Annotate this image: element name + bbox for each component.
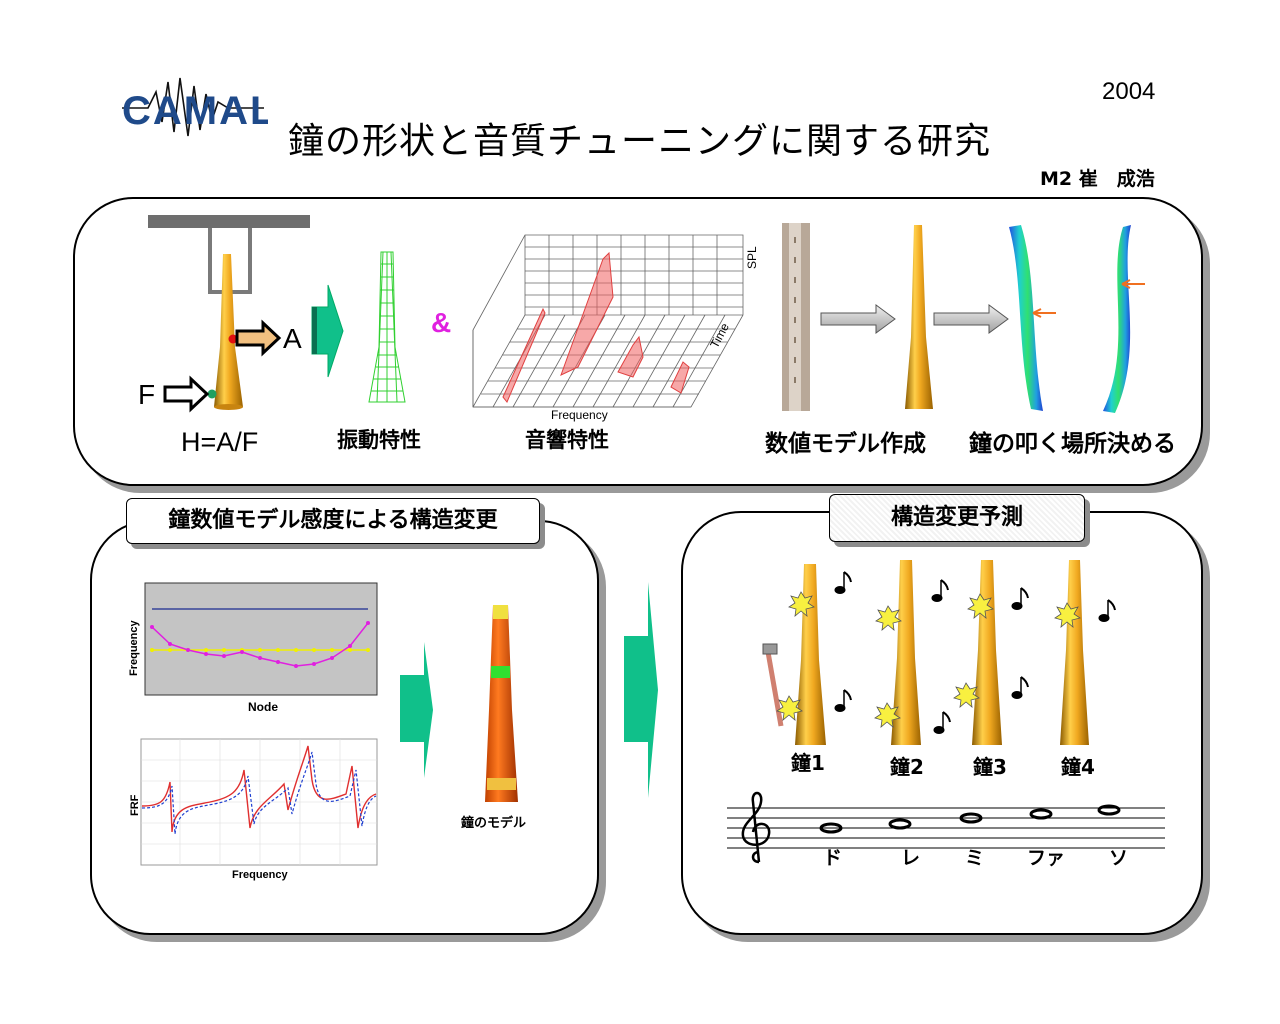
- year: 2004: [1102, 78, 1156, 105]
- sensitivity-tab: 鐘数値モデル感度による構造変更: [126, 498, 540, 544]
- fixture-beam: [148, 215, 310, 228]
- fem-mode-2: [1103, 225, 1131, 413]
- note-label-do: ド: [823, 847, 842, 869]
- accel-label: A: [283, 323, 302, 354]
- frf-curve-predicted: [141, 751, 377, 835]
- ampersand: &: [431, 307, 451, 338]
- bell-label-4: 鐘4: [1061, 755, 1095, 779]
- model-label: 数値モデル作成: [765, 430, 926, 457]
- bell-tube: [214, 254, 243, 407]
- strike-arrow-icon: [1121, 279, 1145, 289]
- author: M2 崔 成浩: [1040, 168, 1155, 190]
- grey-arrow-icon: [933, 304, 1009, 334]
- bell-label-1: 鐘1: [791, 751, 825, 775]
- frf-xlabel: Frequency: [232, 869, 289, 881]
- bell-model-orange: [485, 605, 518, 802]
- camal-logo: CAMAL: [122, 77, 268, 137]
- note-label-mi: ミ: [965, 847, 984, 869]
- force-label: F: [138, 379, 155, 410]
- force-arrow-icon: [163, 375, 210, 413]
- vibration-label: 振動特性: [337, 428, 421, 452]
- bell-2: [891, 560, 921, 745]
- bell-3: [972, 560, 1002, 745]
- center-arrow: [624, 582, 658, 798]
- bell-label-3: 鐘3: [973, 755, 1007, 779]
- frf-ylabel: FRF: [129, 794, 141, 816]
- music-note-icon: [834, 571, 1116, 734]
- sens-xlabel: Node: [248, 700, 278, 714]
- bottom-left-graphics: Node Frequency Frequency FRF 鐘のモデル: [128, 582, 526, 881]
- bell-label-2: 鐘2: [890, 755, 924, 779]
- accel-point: [228, 334, 238, 344]
- bell-1: [795, 564, 826, 745]
- logo-text: CAMAL: [122, 89, 268, 133]
- teal-arrow-icon: [624, 582, 658, 798]
- teal-arrow-icon: [400, 642, 433, 778]
- staff-notes: [819, 804, 1121, 834]
- vibration-mesh: [368, 251, 406, 403]
- sensitivity-chart: [144, 582, 378, 696]
- bell-4: [1060, 560, 1089, 745]
- sens-ylabel: Frequency: [128, 619, 140, 676]
- logo-wave: [122, 77, 264, 137]
- note-label-re: レ: [901, 847, 920, 869]
- fem-mode-1: [1009, 225, 1043, 411]
- frf-curve-measured: [141, 745, 377, 833]
- top-panel-graphics: A F H=A/F 振動特性 & Frequ: [138, 215, 1176, 457]
- model-caption: 鐘のモデル: [461, 815, 526, 831]
- bottom-right-graphics: 鐘1 鐘2 鐘3 鐘4 ド レ ミ ファ ソ: [727, 560, 1165, 869]
- prediction-tab: 構造変更予測: [829, 494, 1085, 542]
- waterfall-xlabel: Frequency: [551, 408, 608, 422]
- frf-formula: H=A/F: [181, 427, 258, 457]
- hammer-icon: [765, 651, 784, 727]
- strike-arrow-icon: [1032, 308, 1056, 318]
- strike-burst-icon: [776, 591, 1081, 728]
- music-staff: [727, 807, 1165, 849]
- waterfall-zlabel: SPL: [745, 246, 759, 269]
- acoustic-label: 音響特性: [525, 428, 609, 452]
- page-title: 鐘の形状と音質チューニングに関する研究: [288, 121, 992, 162]
- accel-arrow-icon: [235, 319, 282, 357]
- strike-label: 鐘の叩く場所決める: [969, 430, 1176, 457]
- grey-arrow-icon: [820, 304, 896, 334]
- note-label-so: ソ: [1109, 847, 1128, 869]
- bell-model: [905, 225, 933, 409]
- treble-clef-icon: [741, 791, 771, 864]
- force-point: [207, 389, 217, 399]
- waterfall-peaks: [502, 251, 690, 403]
- note-label-fa: ファ: [1027, 847, 1065, 869]
